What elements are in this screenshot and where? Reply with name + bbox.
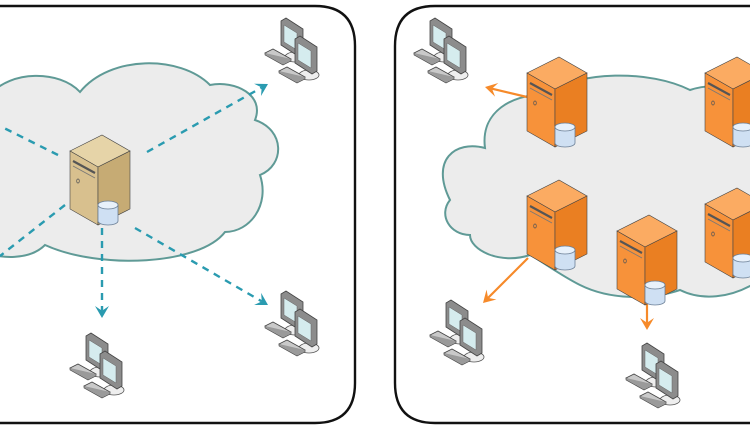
client-workstation-icon xyxy=(429,299,485,366)
server-drive-slot xyxy=(529,210,553,224)
connections xyxy=(0,83,268,318)
server-icon xyxy=(69,134,131,226)
server-icon xyxy=(526,56,588,148)
database-icon xyxy=(644,284,666,306)
server-power-button xyxy=(623,258,627,264)
distributed-network-panel xyxy=(393,4,750,425)
dashed-connection-line xyxy=(146,86,263,154)
database-top xyxy=(732,122,750,132)
keyboard-edge xyxy=(427,71,455,84)
server-drive-slot xyxy=(529,82,553,96)
solid-connection-line xyxy=(491,87,528,99)
arrowhead-icon xyxy=(483,289,497,303)
server-drive-slot xyxy=(619,245,643,259)
database-icon xyxy=(732,126,750,148)
monitor-screen xyxy=(102,357,117,384)
centralized-network-panel xyxy=(0,4,357,425)
server-drive-slot xyxy=(707,218,731,232)
keyboard-edge xyxy=(69,368,97,381)
dashed-connection-line xyxy=(134,226,263,303)
keyboard-edge xyxy=(625,378,653,391)
dashed-connection-line xyxy=(0,124,59,157)
database-icon xyxy=(554,249,576,271)
server-power-button xyxy=(711,231,715,237)
server-icon xyxy=(616,214,678,306)
server-drive-slot xyxy=(529,87,553,101)
server-drive-slot xyxy=(619,240,643,254)
keyboard-edge xyxy=(264,53,292,66)
server-drive-slot xyxy=(72,165,96,179)
dashed-connection-line xyxy=(0,204,66,257)
server-drive-slot xyxy=(72,160,96,174)
database-top xyxy=(644,280,666,290)
server-icon xyxy=(704,56,750,148)
server-drive-slot xyxy=(707,213,731,227)
client-workstation-icon xyxy=(413,17,469,84)
keyboard-edge xyxy=(413,53,441,66)
keyboard-edge xyxy=(278,344,306,357)
arrowhead-icon xyxy=(95,306,109,318)
arrowhead-icon xyxy=(254,83,268,96)
server-drive-slot xyxy=(529,205,553,219)
connections xyxy=(483,82,654,330)
database-top xyxy=(554,245,576,255)
arrowhead-icon xyxy=(640,318,654,330)
monitor-screen xyxy=(446,42,461,69)
keyboard-edge xyxy=(264,326,292,339)
server-icon xyxy=(526,179,588,271)
database-top xyxy=(97,200,119,210)
client-workstation-icon xyxy=(625,342,681,409)
keyboard-edge xyxy=(83,386,111,399)
solid-connection-line xyxy=(487,257,529,299)
server-drive-slot xyxy=(707,87,731,101)
network-cloud xyxy=(0,62,280,262)
database-top xyxy=(554,122,576,132)
client-workstation-icon xyxy=(69,332,125,399)
keyboard-edge xyxy=(429,335,457,348)
database-icon xyxy=(732,257,750,279)
database-icon xyxy=(97,204,119,226)
keyboard-edge xyxy=(443,353,471,366)
server-power-button xyxy=(711,100,715,106)
server-icon xyxy=(704,187,750,279)
arrowhead-icon xyxy=(485,82,499,97)
client-workstation-icon xyxy=(264,290,320,357)
server-power-button xyxy=(533,223,537,229)
keyboard-edge xyxy=(639,396,667,409)
server-power-button xyxy=(76,178,80,184)
monitor-screen xyxy=(462,324,477,351)
database-top xyxy=(732,253,750,263)
monitor-screen xyxy=(658,367,673,394)
client-workstation-icon xyxy=(264,17,320,84)
server-drive-slot xyxy=(707,82,731,96)
database-icon xyxy=(554,126,576,148)
server-power-button xyxy=(533,100,537,106)
monitor-screen xyxy=(297,315,312,342)
arrowhead-icon xyxy=(254,292,268,306)
keyboard-edge xyxy=(278,71,306,84)
monitor-screen xyxy=(297,42,312,69)
